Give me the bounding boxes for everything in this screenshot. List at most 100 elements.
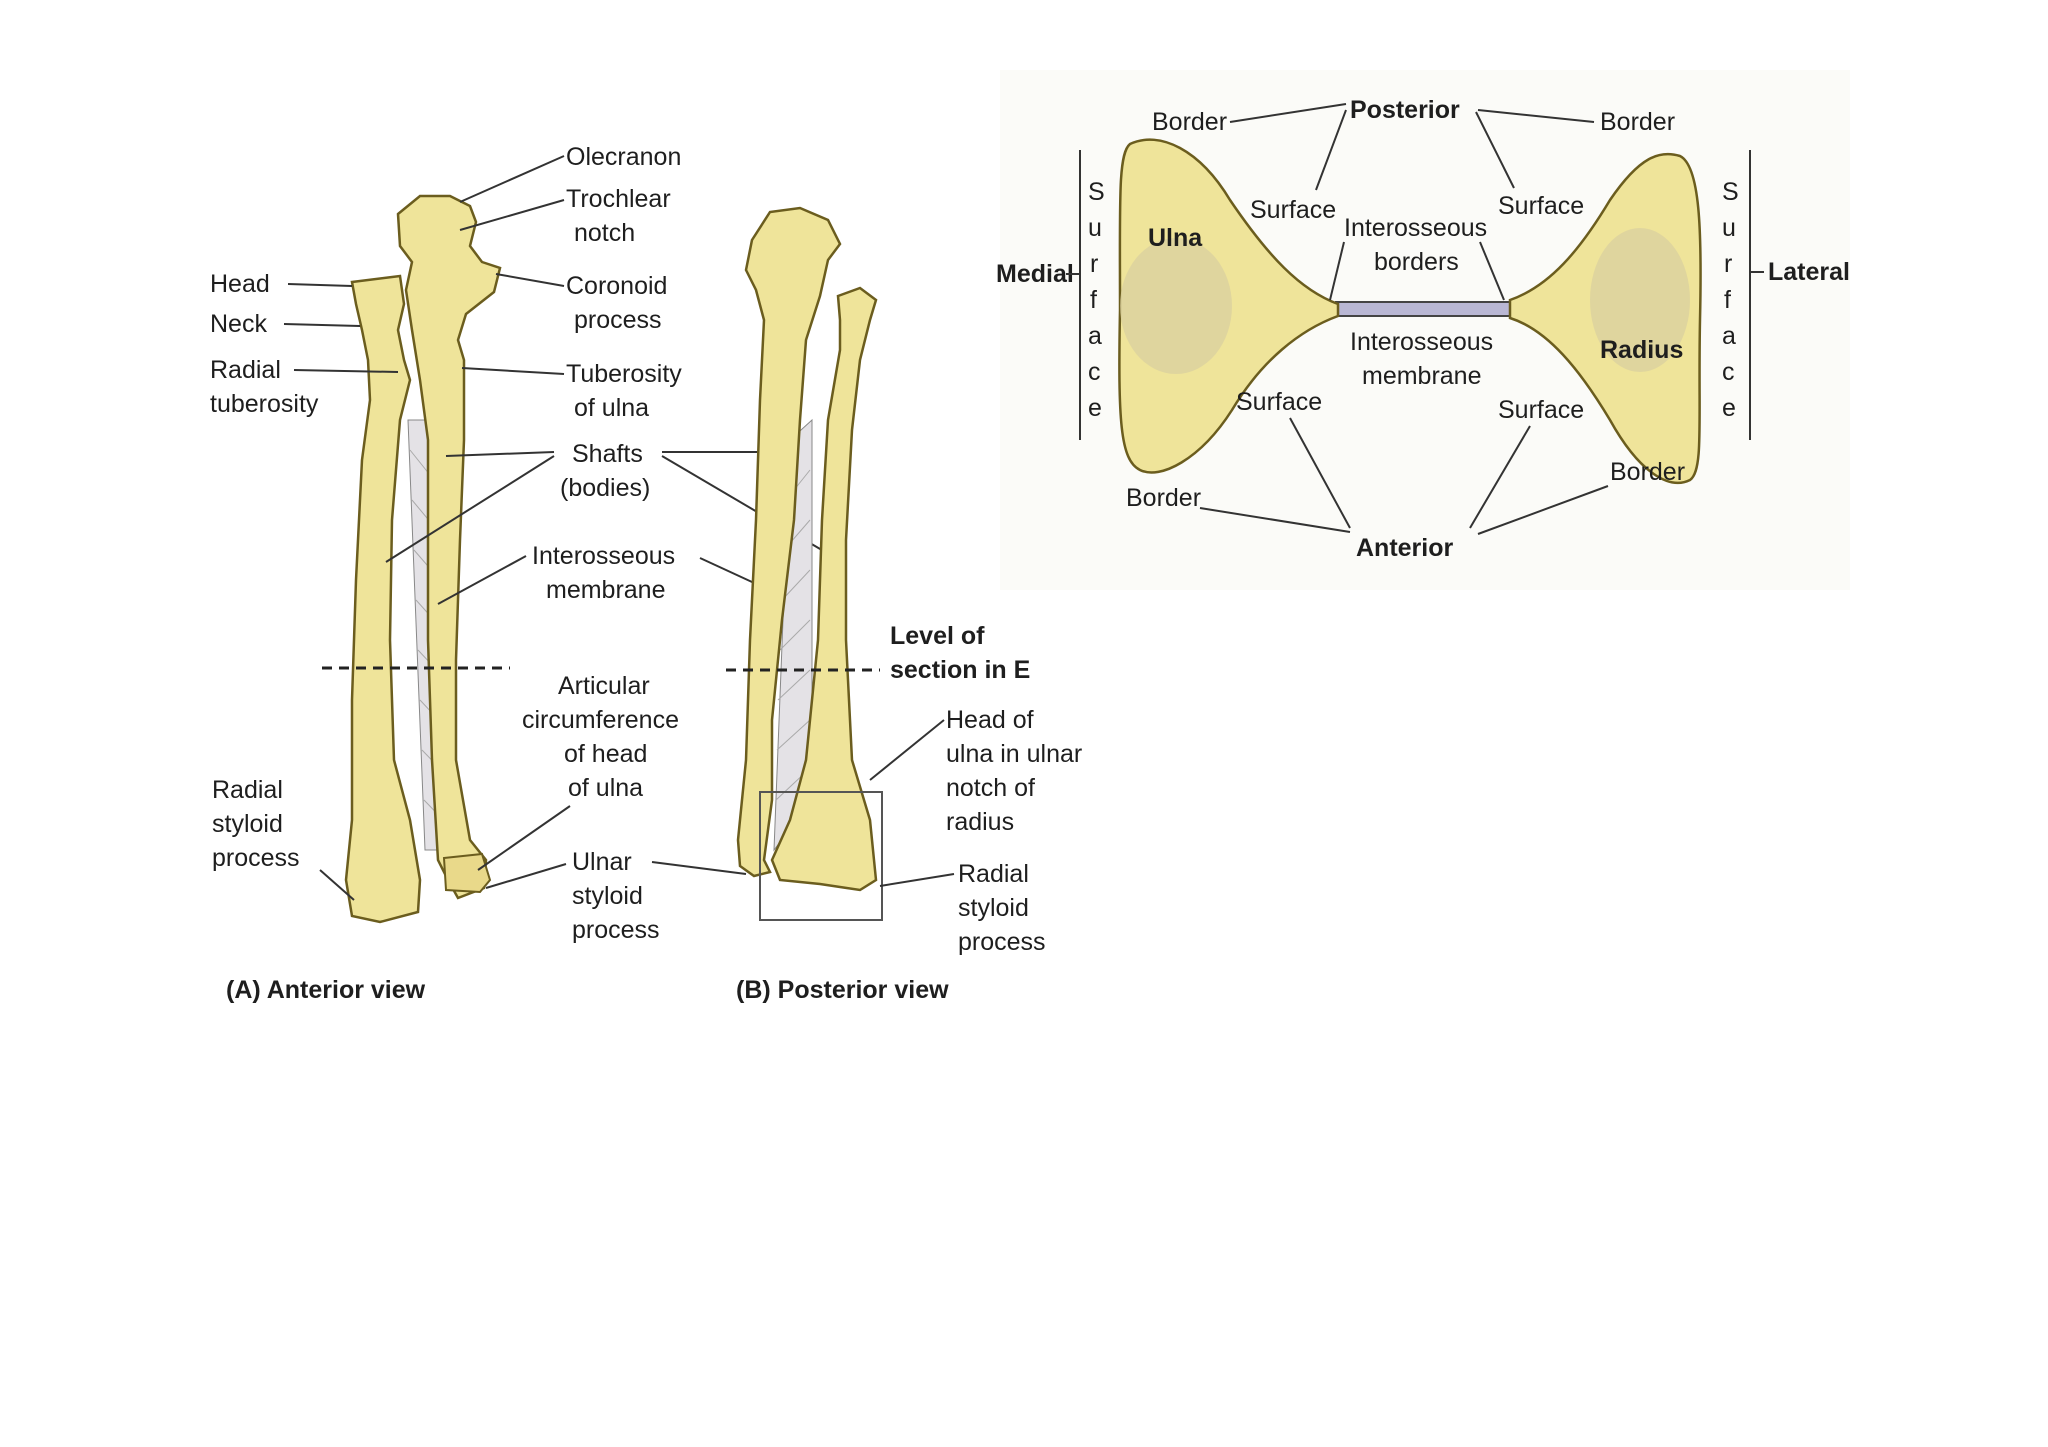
radius-anterior <box>344 274 422 924</box>
leader-surface-bl <box>1289 417 1351 529</box>
surface-left-letter: S <box>1088 178 1105 206</box>
label-head-ulna-2: ulna in ulnar <box>946 740 1082 768</box>
leader-surface-tr <box>1475 111 1515 189</box>
label-surface-br: Surface <box>1498 396 1584 424</box>
leader-interosseous-border-left <box>1329 241 1345 301</box>
label-border-bl: Border <box>1126 484 1201 512</box>
radius-cancellous <box>1590 228 1690 372</box>
label-tuberosity-ulna-1: Tuberosity <box>566 360 682 388</box>
label-radial-styloid-b-1: Radial <box>958 860 1029 888</box>
surface-right-letter: u <box>1722 214 1736 242</box>
label-articular-2: circumference <box>522 706 679 734</box>
ulna-anterior <box>396 194 502 900</box>
leader-border-br <box>1477 485 1609 535</box>
label-articular-3: of head <box>564 740 647 768</box>
surface-right-letter: a <box>1722 322 1736 350</box>
label-head: Head <box>210 270 270 298</box>
radius-posterior <box>770 286 878 892</box>
leader-olecranon <box>459 155 565 203</box>
label-anterior: Anterior <box>1356 534 1454 562</box>
leader-interosseous-a <box>437 555 527 605</box>
label-ulna: Ulna <box>1148 224 1203 252</box>
label-articular-4: of ulna <box>568 774 643 802</box>
label-ulnar-styloid-2: styloid <box>572 882 643 910</box>
surface-right-letter: f <box>1724 286 1731 314</box>
label-interosseous-borders-2: borders <box>1374 248 1459 276</box>
label-shafts-1: Shafts <box>572 440 643 468</box>
label-shafts-2: (bodies) <box>560 474 650 502</box>
label-radial-styloid-a-1: Radial <box>212 776 283 804</box>
surface-right-letter: S <box>1722 178 1739 206</box>
label-trochlear-notch-1: Trochlear <box>566 185 671 213</box>
leader-surface-tl <box>1315 109 1347 191</box>
label-radial-styloid-a-2: styloid <box>212 810 283 838</box>
label-neck: Neck <box>210 310 267 338</box>
interosseous-membrane-e <box>1335 301 1511 317</box>
label-trochlear-notch-2: notch <box>574 219 635 247</box>
label-coronoid-2: process <box>574 306 662 334</box>
leader-border-tr <box>1477 109 1595 123</box>
caption-anterior-view: (A) Anterior view <box>226 976 426 1004</box>
label-interosseous-membrane-e-1: Interosseous <box>1350 328 1493 356</box>
label-medial: Medial <box>996 260 1074 288</box>
surface-left-letter: f <box>1090 286 1097 314</box>
surface-vertical-right: S u r f a c e <box>1722 178 1739 422</box>
label-ulnar-styloid-3: process <box>572 916 660 944</box>
leader-shafts-radius <box>385 455 555 563</box>
label-tuberosity-ulna-2: of ulna <box>574 394 649 422</box>
label-level-of-2: section in E <box>890 656 1030 684</box>
label-border-br: Border <box>1610 458 1685 486</box>
label-head-ulna-1: Head of <box>946 706 1034 734</box>
label-radial-styloid-b-2: styloid <box>958 894 1029 922</box>
label-coronoid-1: Coronoid <box>566 272 667 300</box>
label-interosseous-1: Interosseous <box>532 542 675 570</box>
leader-tuberosity-ulna <box>461 367 565 375</box>
label-surface-bl: Surface <box>1236 388 1322 416</box>
label-posterior: Posterior <box>1350 96 1460 124</box>
leader-radial-styloid-a <box>319 869 355 901</box>
leader-interosseous-border-right <box>1479 241 1505 301</box>
caption-posterior-view: (B) Posterior view <box>736 976 949 1004</box>
panel-cross-section: Posterior Anterior Medial Lateral Border… <box>996 70 1850 590</box>
label-articular-1: Articular <box>558 672 650 700</box>
surface-left-letter: c <box>1088 358 1101 386</box>
panel-anterior-view: Olecranon Trochlear notch Coronoid proce… <box>210 143 833 1004</box>
surface-left-letter: e <box>1088 394 1102 422</box>
leader-ulnar-styloid-a <box>485 863 567 889</box>
ulnar-notch-box <box>759 791 883 921</box>
leader-surface-br <box>1469 425 1531 529</box>
surface-left-letter: u <box>1088 214 1102 242</box>
ulna-cancellous <box>1120 238 1232 374</box>
panel-posterior-view: Level of section in E Head of ulna in ul… <box>726 206 1082 1004</box>
label-ulnar-styloid-1: Ulnar <box>572 848 632 876</box>
surface-vertical-left: S u r f a c e <box>1088 178 1105 422</box>
label-radial-tuberosity-2: tuberosity <box>210 390 319 418</box>
label-radial-styloid-a-3: process <box>212 844 300 872</box>
surface-left-letter: r <box>1090 250 1098 278</box>
leader-shafts-ulna <box>445 451 555 457</box>
leader-trochlear-notch <box>459 199 565 231</box>
label-surface-tr: Surface <box>1498 192 1584 220</box>
surface-right-letter: c <box>1722 358 1735 386</box>
leader-ulnar-styloid-b <box>651 861 747 875</box>
surface-left-letter: a <box>1088 322 1102 350</box>
leader-radial-styloid-b <box>879 873 955 887</box>
label-radius: Radius <box>1600 336 1683 364</box>
label-radial-styloid-b-3: process <box>958 928 1046 956</box>
ulna-posterior <box>736 206 842 878</box>
label-radial-tuberosity-1: Radial <box>210 356 281 384</box>
surface-right-letter: r <box>1724 250 1732 278</box>
leader-coronoid <box>495 273 565 287</box>
leader-border-bl <box>1199 507 1351 533</box>
label-lateral: Lateral <box>1768 258 1850 286</box>
label-interosseous-borders-1: Interosseous <box>1344 214 1487 242</box>
label-interosseous-2: membrane <box>546 576 666 604</box>
leader-radial-tuberosity <box>293 369 399 373</box>
surface-right-letter: e <box>1722 394 1736 422</box>
label-level-of-1: Level of <box>890 622 985 650</box>
label-surface-tl: Surface <box>1250 196 1336 224</box>
label-interosseous-membrane-e-2: membrane <box>1362 362 1482 390</box>
ulna-head-anterior <box>442 852 492 894</box>
leader-articular <box>477 805 571 871</box>
